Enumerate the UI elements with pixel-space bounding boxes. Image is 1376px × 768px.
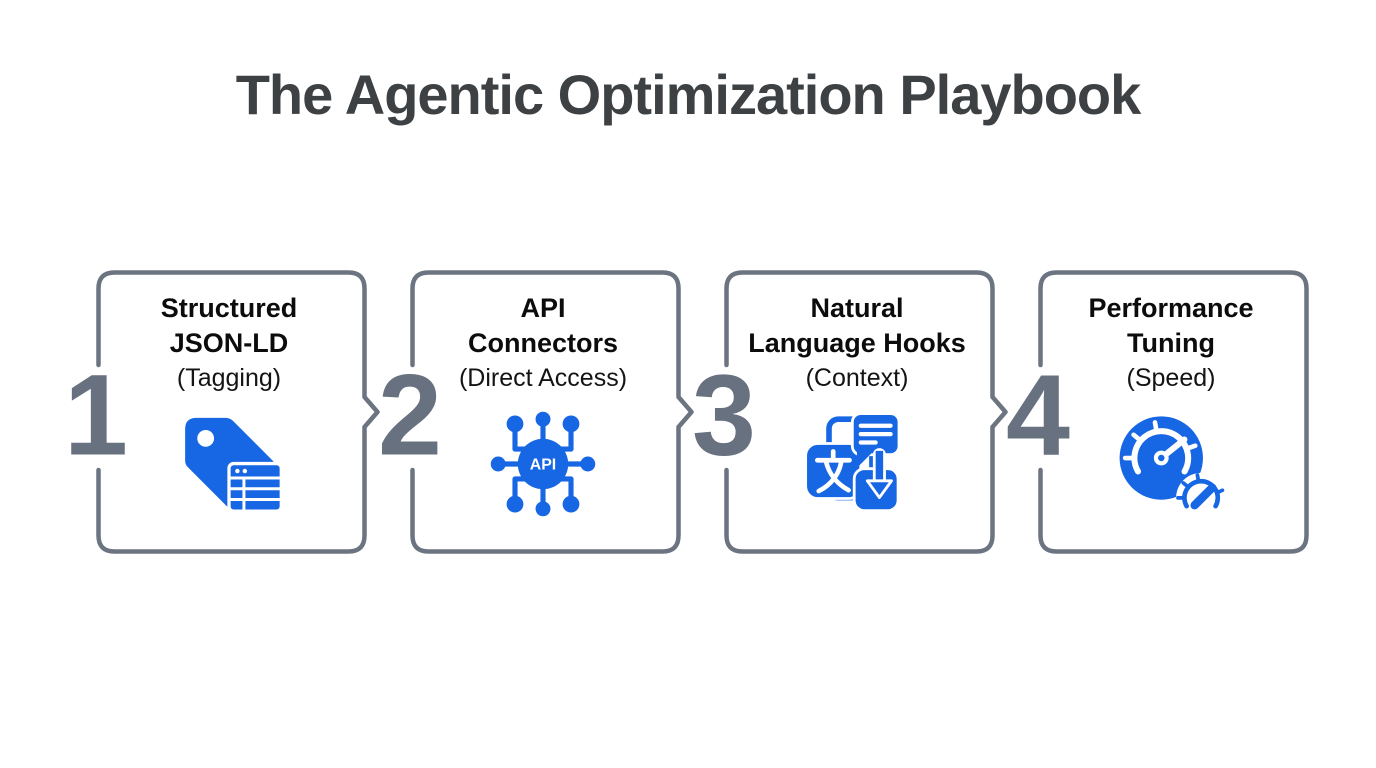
step-subtitle: (Tagging) bbox=[176, 364, 282, 393]
speedometer-icon bbox=[1038, 403, 1304, 525]
step-card-2: 2 API Connectors (Direct Access) API bbox=[378, 270, 694, 554]
step-box-outline bbox=[1038, 270, 1309, 554]
step-number: 4 bbox=[1006, 351, 1070, 480]
step-number: 1 bbox=[64, 351, 128, 480]
step-content: Structured JSON-LD (Tagging) bbox=[96, 270, 362, 525]
step-heading: Natural Language Hooks bbox=[748, 293, 966, 359]
svg-text:API: API bbox=[530, 457, 556, 474]
step-box-outline bbox=[410, 270, 694, 554]
api-network-icon: API bbox=[410, 403, 676, 525]
step-heading: API Connectors bbox=[467, 293, 619, 359]
step-heading: Structured JSON-LD bbox=[160, 293, 298, 359]
step-subtitle: (Context) bbox=[805, 364, 909, 393]
step-content: Natural Language Hooks (Context) bbox=[724, 270, 990, 525]
step-subtitle: (Direct Access) bbox=[458, 364, 628, 393]
step-card-3: 3 Natural Language Hooks (Context) bbox=[692, 270, 1008, 554]
translation-icon bbox=[724, 403, 990, 525]
tag-table-icon bbox=[96, 403, 362, 525]
step-box-outline bbox=[724, 270, 1008, 554]
step-card-1: 1 Structured JSON-LD (Tagging) bbox=[64, 270, 380, 554]
step-heading: Performance Tuning bbox=[1088, 293, 1254, 359]
step-number: 2 bbox=[378, 351, 442, 480]
step-number: 3 bbox=[692, 351, 756, 480]
step-content: API Connectors (Direct Access) API bbox=[410, 270, 676, 525]
step-box-outline bbox=[96, 270, 380, 554]
step-card-4: 4 Performance Tuning (Speed) bbox=[1006, 270, 1309, 554]
page-title: The Agentic Optimization Playbook bbox=[235, 63, 1142, 126]
step-content: Performance Tuning (Speed) bbox=[1038, 270, 1304, 525]
step-subtitle: (Speed) bbox=[1126, 364, 1216, 393]
